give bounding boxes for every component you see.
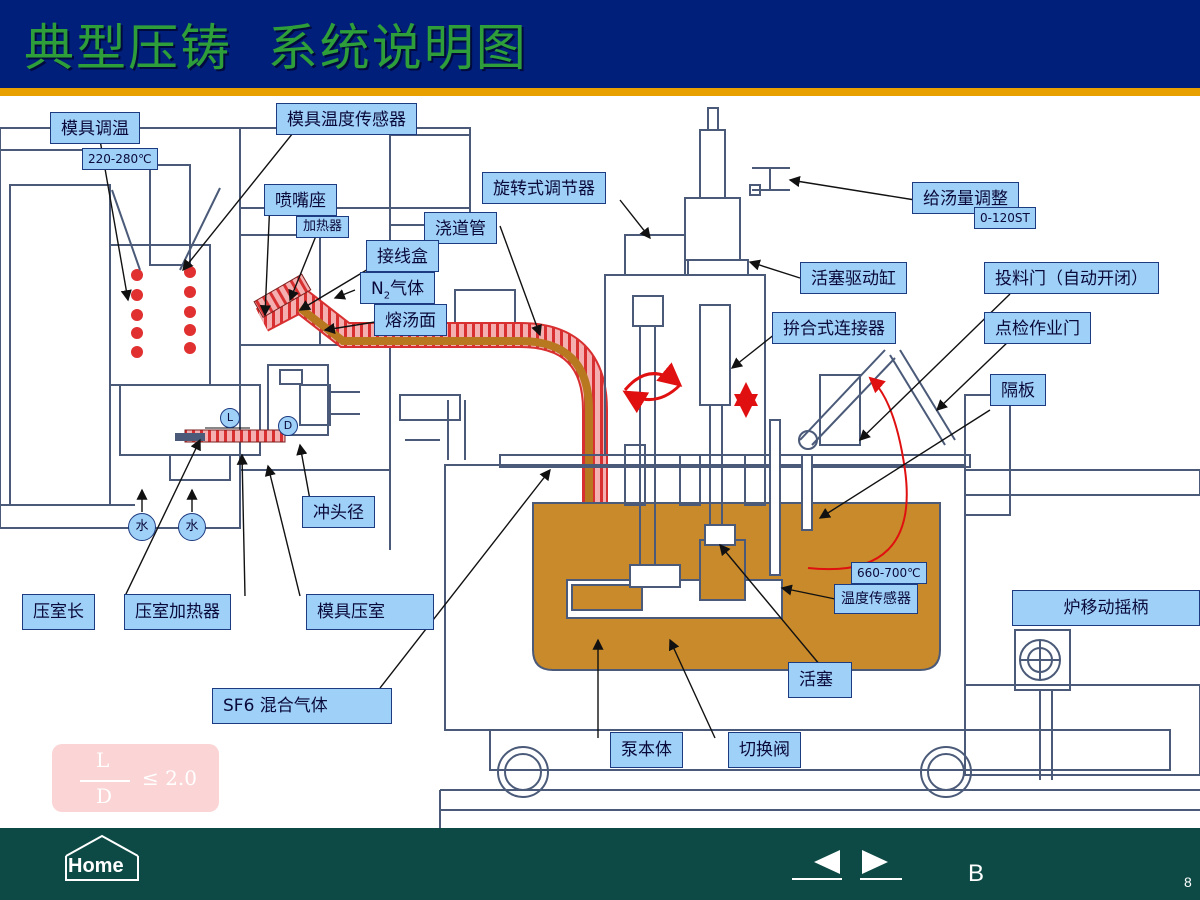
formula-numerator: L — [96, 748, 110, 772]
label-gooseneck: 浇道管 — [424, 212, 497, 244]
label-nozzle-seat: 喷嘴座 — [264, 184, 337, 216]
label-heater: 加热器 — [296, 216, 350, 238]
ratio-formula: L D ≤ 2.0 — [52, 744, 219, 812]
label-mold-temp-range: 220-280℃ — [82, 148, 158, 170]
furnace-handle-wheel — [1014, 629, 1071, 691]
dimension-l-marker: L — [220, 408, 240, 428]
label-mold-temp-control: 模具调温 — [50, 112, 140, 144]
label-junction-box: 接线盒 — [366, 240, 439, 272]
water-marker-1: 水 — [128, 513, 156, 541]
label-plunger-diameter: 冲头径 — [302, 496, 375, 528]
pump-mechanism — [604, 107, 790, 565]
label-melt-surface: 熔汤面 — [374, 304, 447, 336]
label-pump-body: 泵本体 — [610, 732, 683, 768]
label-temp-sensor: 温度传感器 — [834, 584, 918, 614]
label-furnace-handle: 炉移动摇柄 — [1012, 590, 1200, 626]
label-charging-door: 投料门（自动开闭） — [984, 262, 1159, 294]
label-piston: 活塞 — [788, 662, 852, 698]
label-inspection-door: 点检作业门 — [984, 312, 1091, 344]
label-switch-valve: 切换阀 — [728, 732, 801, 768]
nav-letter[interactable]: B — [968, 860, 985, 887]
accent-stripe — [0, 88, 1200, 96]
label-piston-cylinder: 活塞驱动缸 — [800, 262, 907, 294]
page-number: 8 — [1184, 874, 1192, 890]
triangle-left-icon — [814, 850, 840, 874]
label-sf6-gas: SF6 混合气体 — [212, 688, 392, 724]
water-marker-2: 水 — [178, 513, 206, 541]
die-casting-diagram — [0, 107, 1200, 828]
label-mold-temp-sensor: 模具温度传感器 — [276, 103, 417, 135]
dimension-d-marker: D — [278, 416, 298, 436]
label-rotary-regulator: 旋转式调节器 — [482, 172, 606, 204]
die-heater-elements — [131, 266, 196, 358]
prev-slide-button[interactable] — [792, 848, 844, 882]
label-feed-range: 0-120ST — [974, 207, 1036, 229]
label-split-connector: 拚合式连接器 — [772, 312, 896, 344]
label-mold-chamber: 模具压室 — [306, 594, 434, 630]
home-house-icon[interactable] — [62, 834, 140, 882]
next-slide-button[interactable] — [858, 848, 904, 882]
header-bar: 典型压铸 系统说明图 — [0, 0, 1200, 88]
footer-bar — [0, 828, 1200, 900]
label-n2-gas: N2气体 — [360, 272, 436, 304]
label-chamber-length: 压室长 — [22, 594, 95, 630]
charging-door-mechanism — [790, 349, 956, 456]
formula-relation: ≤ 2.0 — [142, 766, 197, 790]
triangle-right-icon — [862, 850, 888, 874]
label-partition: 隔板 — [990, 374, 1046, 406]
rotation-arrow-icon — [622, 362, 683, 414]
page-title: 典型压铸 系统说明图 — [24, 19, 528, 77]
label-temp-range: 660-700℃ — [851, 562, 927, 584]
home-button[interactable]: Home — [68, 855, 124, 877]
formula-denominator: D — [96, 784, 113, 808]
label-chamber-heater: 压室加热器 — [124, 594, 231, 630]
die-machine-frame — [0, 127, 516, 550]
furnace-body — [439, 394, 1200, 828]
gooseneck-tube — [253, 273, 640, 604]
